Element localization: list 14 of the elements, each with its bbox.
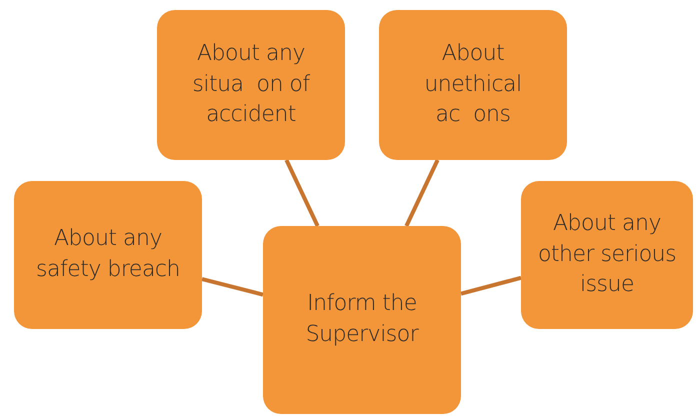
box-label: About any safety breach [35,225,181,284]
connector-line [284,159,320,227]
box-label: About any other serious issue [536,210,678,300]
box-label: About unethical ac ons [423,40,523,130]
rounded-box [14,181,202,329]
rounded-box [157,10,345,160]
connector-line [460,276,522,296]
connector-line [202,277,264,297]
rounded-box [263,226,461,414]
box-label: Inform the Supervisor [304,290,420,349]
box-label: About any situa on of accident [191,40,311,130]
connector-line [404,159,440,227]
rounded-box [379,10,567,160]
rounded-box [521,181,693,329]
